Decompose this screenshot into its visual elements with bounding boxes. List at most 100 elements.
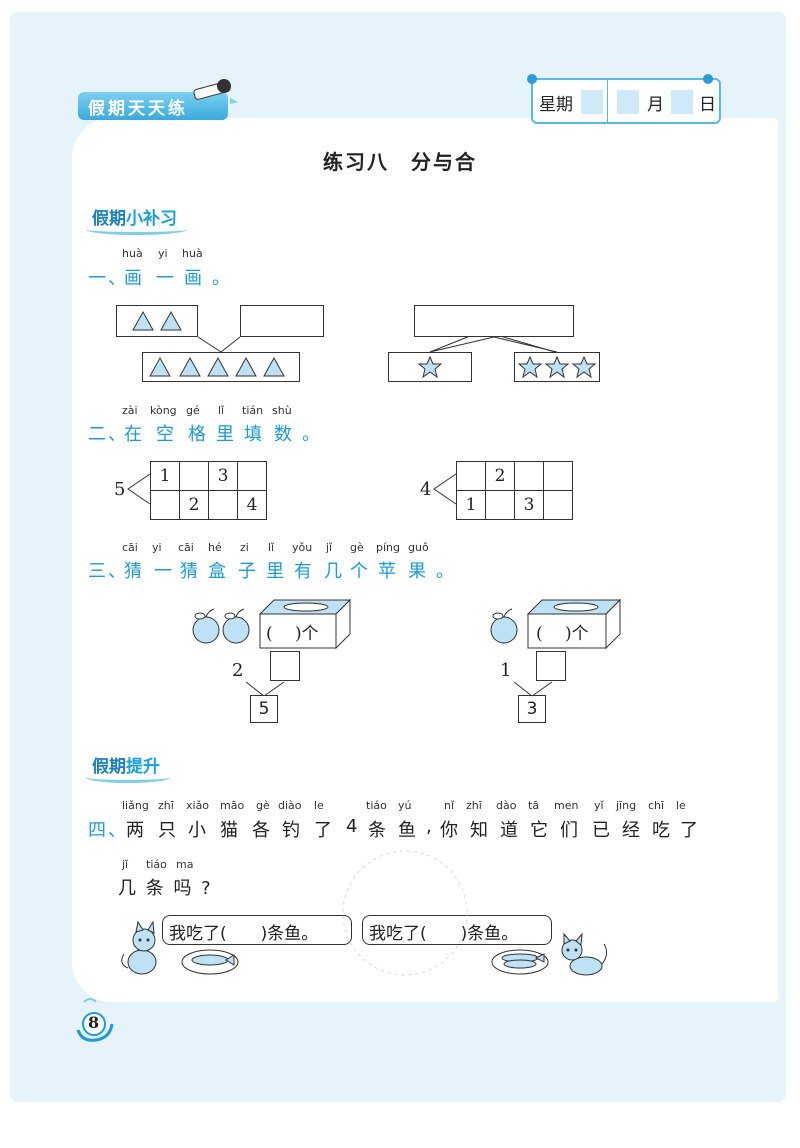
answer-box[interactable] <box>240 305 324 337</box>
pinyin: le <box>314 799 324 812</box>
question-char: 你 <box>440 820 458 841</box>
pinyin: píng <box>376 541 400 554</box>
grid-cell[interactable] <box>456 461 486 491</box>
question-number: 四、 <box>88 820 128 841</box>
pencil-boy-icon <box>193 79 238 104</box>
apple-icon <box>490 608 518 644</box>
question-char: 钓 <box>282 820 300 841</box>
question-1: 一、 <box>88 264 128 290</box>
pinyin: yi <box>152 541 162 554</box>
header-badge: 假期天天练 <box>78 92 228 120</box>
question-char: 子 <box>238 561 258 582</box>
content-card <box>72 118 778 1002</box>
part-box <box>116 305 198 337</box>
day-label: 日 <box>699 95 716 115</box>
month-label: 月 <box>647 95 664 115</box>
box-count-text[interactable]: ( )个 <box>536 624 589 644</box>
question-char: 道 <box>500 820 518 841</box>
pinyin: jīng <box>616 799 637 812</box>
triangle-icon <box>263 356 285 377</box>
grid-cell[interactable]: 3 <box>208 461 238 491</box>
pinyin: tiáo <box>366 799 387 812</box>
star-shapes <box>417 355 597 379</box>
box-icon <box>258 598 352 650</box>
pinyin: gè <box>256 799 270 812</box>
cat-icon <box>121 920 157 975</box>
triangle-icon <box>149 356 171 377</box>
grid-cell[interactable] <box>208 490 238 520</box>
grid-cell[interactable] <box>543 461 573 491</box>
pinyin: ma <box>176 858 194 871</box>
star-icon <box>417 355 443 379</box>
grid-cell[interactable] <box>237 461 267 491</box>
question-char: 在 <box>124 424 144 445</box>
pinyin: yi <box>158 247 168 260</box>
question-char: 盒 <box>208 561 228 582</box>
total-number: 4 <box>420 479 432 500</box>
weekday-field[interactable] <box>581 90 603 114</box>
pinyin: cāi <box>178 541 194 554</box>
apple-icon <box>222 608 250 644</box>
question-char: 有 <box>294 561 314 582</box>
grid-cell[interactable] <box>179 461 209 491</box>
question-char: 它 <box>530 820 548 841</box>
pinyin: huà <box>182 247 203 260</box>
known-part: 2 <box>232 660 244 681</box>
pinyin: guǒ <box>408 541 429 554</box>
grid-cell[interactable] <box>150 490 180 520</box>
page-number: 8 <box>88 1013 100 1032</box>
grid-cell[interactable]: 3 <box>514 490 544 520</box>
day-field[interactable] <box>671 90 693 114</box>
pinyin: nǐ <box>444 799 455 812</box>
question-char: 个 <box>350 561 370 582</box>
grid-cell[interactable] <box>543 490 573 520</box>
question-char: 几 <box>324 561 344 582</box>
grid-cell[interactable]: 2 <box>179 490 209 520</box>
bubble-text[interactable]: 我吃了( )条鱼。 <box>169 924 319 944</box>
question-char: 4 <box>346 816 358 837</box>
question-char: 画 <box>124 268 144 289</box>
question-char: 知 <box>470 820 488 841</box>
grid-cell[interactable]: 2 <box>485 461 515 491</box>
pinyin: zài <box>122 404 138 417</box>
question-number: 三、 <box>88 561 128 582</box>
total-box: 5 <box>250 695 278 723</box>
question-char: 猫 <box>220 820 238 841</box>
question-char: 苹 <box>378 561 398 582</box>
question-char: 经 <box>622 820 640 841</box>
answer-box[interactable] <box>536 651 566 681</box>
connector-lines <box>513 681 553 697</box>
question-char: 一 <box>154 561 174 582</box>
grid-cell[interactable]: 4 <box>237 490 267 520</box>
pinyin: yú <box>398 799 412 812</box>
grid-cell[interactable] <box>485 490 515 520</box>
grid-cell[interactable]: 1 <box>150 461 180 491</box>
connector-lines <box>429 336 558 353</box>
pin-icon <box>703 74 713 84</box>
date-box: 星期 月 日 <box>531 78 721 124</box>
pinyin: liǎng <box>122 799 149 812</box>
pinyin: māo <box>220 799 245 812</box>
star-icon <box>571 355 597 379</box>
question-char: 了 <box>680 820 698 841</box>
watermark-stamp-icon <box>342 850 468 976</box>
triangle-icon <box>235 356 257 377</box>
question-char: 两 <box>126 820 144 841</box>
answer-box[interactable] <box>414 305 574 337</box>
connector-lines <box>245 681 285 697</box>
question-char: 一 <box>156 268 176 289</box>
triangle-icon <box>160 310 182 331</box>
month-field[interactable] <box>617 90 639 114</box>
bubble-text[interactable]: 我吃了( )条鱼。 <box>369 924 519 944</box>
question-char: 鱼 <box>398 820 416 841</box>
star-icon <box>517 355 543 379</box>
answer-box[interactable] <box>270 651 300 681</box>
grid-cell[interactable] <box>514 461 544 491</box>
question-char: 吃 <box>652 820 670 841</box>
pinyin: zi <box>240 541 249 554</box>
grid-cell[interactable]: 1 <box>456 490 486 520</box>
question-char: 里 <box>266 561 286 582</box>
question-char: 了 <box>314 820 332 841</box>
box-count-text[interactable]: ( )个 <box>266 624 319 644</box>
